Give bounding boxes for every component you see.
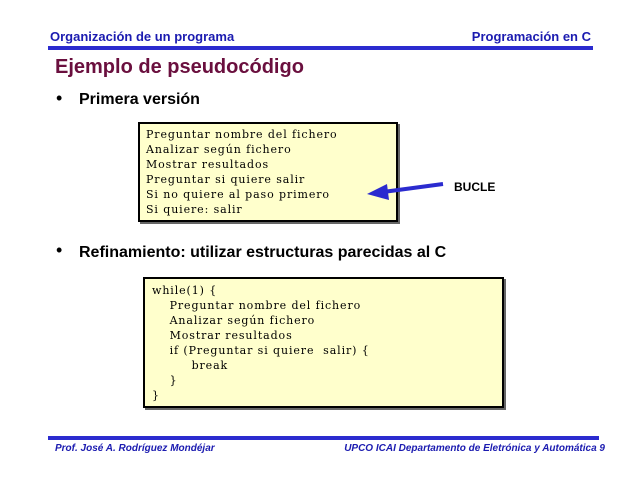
code-line: if (Preguntar si quiere salir) { (152, 344, 370, 357)
header-left-title: Organización de un programa (50, 29, 235, 44)
pseudocode-line: Mostrar resultados (146, 158, 270, 171)
pseudocode-line: Preguntar si quiere salir (146, 173, 306, 186)
bullet-text-primera-version: Primera versión (79, 91, 200, 108)
pseudocode-line: Si no quiere al paso primero (146, 188, 330, 201)
bullet-marker-2: • (56, 240, 63, 260)
footer-rule (48, 436, 599, 440)
arrow-left-icon (367, 182, 444, 200)
code-line: } (152, 374, 178, 387)
footer-department: UPCO ICAI Departamento de Eletrónica y A… (344, 443, 605, 454)
code-line: Analizar según fichero (152, 314, 316, 327)
bullet-marker-1: • (56, 88, 63, 108)
pseudocode-line: Si quiere: salir (146, 203, 243, 216)
pseudocode-line: Preguntar nombre del fichero (146, 128, 338, 141)
bullet-text-refinamiento: Refinamiento: utilizar estructuras parec… (79, 244, 447, 261)
pseudocode-line: Analizar según fichero (146, 143, 292, 156)
code-line: Mostrar resultados (152, 329, 293, 342)
code-line: break (152, 359, 229, 372)
bucle-label: BUCLE (454, 180, 496, 194)
header-rule (48, 46, 593, 50)
footer-author: Prof. José A. Rodríguez Mondéjar (55, 443, 215, 454)
code-line: Preguntar nombre del fichero (152, 299, 362, 312)
code-line: while(1) { (152, 284, 218, 297)
pseudocode-box: Preguntar nombre del fichero Analizar se… (138, 122, 398, 222)
code-line: } (152, 389, 160, 402)
slide-title: Ejemplo de pseudocódigo (55, 56, 304, 78)
header-right-title: Programación en C (471, 29, 591, 44)
c-code-box: while(1) { Preguntar nombre del fichero … (143, 277, 504, 408)
